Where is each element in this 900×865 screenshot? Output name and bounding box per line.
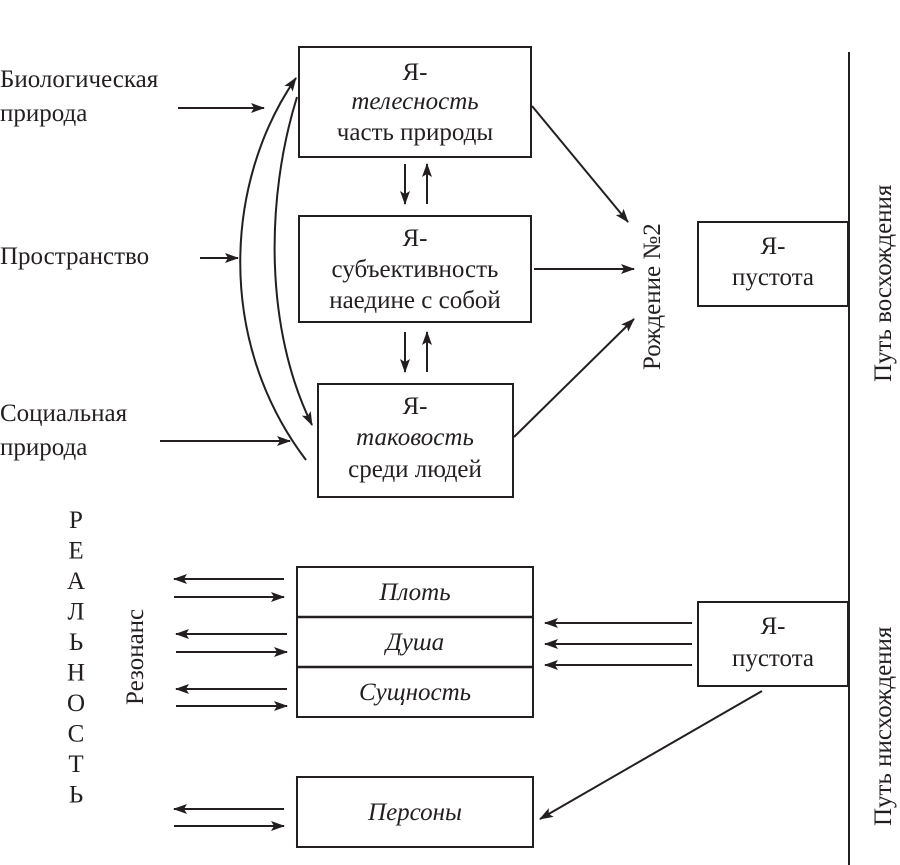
stack-item-essence: Сущность: [359, 679, 471, 706]
stack-item-flesh: Плоть: [378, 579, 450, 606]
box-body: Я- телесность часть природы: [298, 46, 532, 158]
box-subjectivity: Я- субъективность наедине с собой: [298, 215, 532, 323]
box-suchness-line3: среди людей: [348, 456, 482, 483]
reality-letter: Ь: [69, 629, 83, 656]
reality-letter: Л: [68, 599, 85, 626]
box-suchness-line2: таковость: [356, 424, 474, 451]
arrow-suchness-to-birth: [513, 318, 635, 438]
box-subjectivity-line3: наедине с собой: [329, 287, 501, 314]
path-up-label: Путь восхождения: [870, 184, 897, 382]
reality-letter: Ь: [69, 782, 83, 809]
reality-letter: О: [67, 690, 85, 717]
input-social-line1: Социальная: [0, 400, 128, 427]
reality-letter: Т: [68, 751, 83, 778]
stack-item-soul: Душа: [384, 629, 444, 656]
box-body-line1: Я-: [403, 59, 428, 86]
box-suchness: Я- таковость среди людей: [317, 383, 514, 498]
input-space: Пространство: [0, 243, 149, 270]
reality-letter: Е: [68, 538, 83, 565]
stack-box: Плоть Душа Сущность: [296, 566, 534, 718]
box-void-bottom-line2: пустота: [732, 645, 814, 672]
box-suchness-line1: Я-: [403, 393, 428, 420]
box-subjectivity-line2: субъективность: [332, 256, 499, 283]
box-subjectivity-line1: Я-: [403, 225, 428, 252]
reality-letter: С: [68, 721, 85, 748]
box-void-bottom: Я- пустота: [697, 601, 849, 687]
personas-label: Персоны: [367, 799, 462, 826]
resonance-label: Резонанс: [122, 609, 149, 705]
box-void-top-line2: пустота: [732, 264, 814, 291]
box-void-top-line1: Я-: [761, 233, 786, 260]
box-personas: Персоны: [296, 776, 534, 848]
curve-arrow-up-to-body: [239, 77, 307, 461]
input-biological-line2: природа: [0, 100, 87, 127]
arrow-body-to-birth: [531, 105, 629, 223]
box-void-top: Я- пустота: [697, 221, 849, 307]
reality-letter: Н: [67, 660, 85, 687]
birth-label: Рождение №2: [639, 223, 666, 370]
reality-letter: А: [67, 568, 85, 595]
box-void-bottom-line1: Я-: [761, 613, 786, 640]
box-body-line2: телесность: [351, 88, 478, 115]
arrow-void-to-personas: [539, 690, 763, 820]
path-down-label: Путь нисхождения: [870, 626, 897, 826]
box-body-line3: часть природы: [337, 119, 494, 146]
reality-letter: Р: [69, 507, 83, 534]
input-social-line2: природа: [0, 434, 87, 461]
input-biological-line1: Биологическая: [0, 66, 159, 93]
curve-arrow-down-to-suchness: [273, 96, 313, 426]
